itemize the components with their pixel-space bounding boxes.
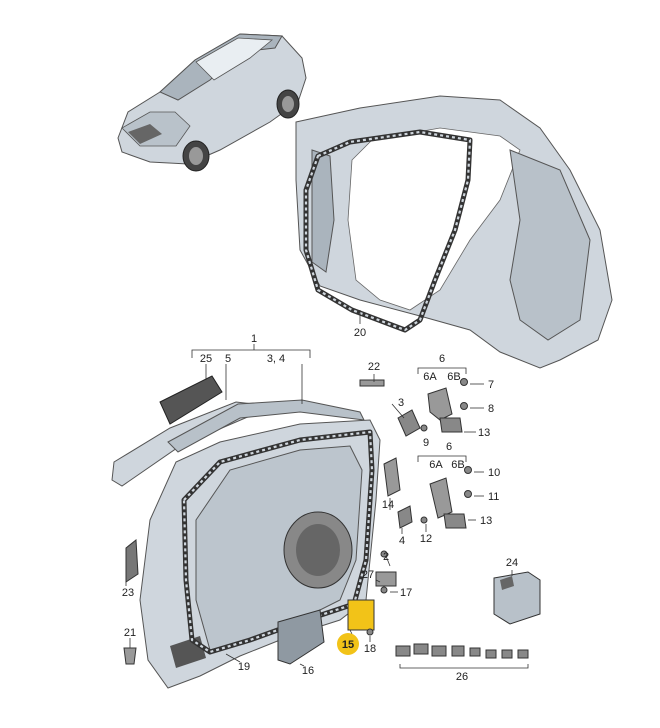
label-12: 12: [420, 533, 432, 545]
highlight-circle-15: [337, 633, 359, 655]
label-26: 26: [456, 671, 468, 683]
car-thumbnail: [117, 33, 307, 172]
label-6-top: 6: [439, 353, 445, 365]
label-23: 23: [122, 587, 134, 599]
label-24: 24: [506, 557, 518, 569]
label-18: 18: [364, 643, 376, 655]
label-3: 3: [398, 397, 404, 409]
label-6B-bottom: 6B: [451, 459, 464, 471]
label-25: 25: [200, 353, 212, 365]
door-check-strap-part-highlighted: [347, 599, 375, 631]
label-17: 17: [400, 587, 412, 599]
label-2: 2: [383, 551, 389, 563]
label-15: 15: [342, 639, 354, 651]
label-11: 11: [488, 491, 499, 503]
label-6B-top: 6B: [447, 371, 460, 383]
label-6A-top: 6A: [423, 371, 437, 383]
body-side-frame: [295, 95, 613, 369]
callout-labels: 1 25 5 3, 4 22 6 6A 6B 7 8 3 13 9 6 6A 6…: [122, 327, 518, 683]
label-16: 16: [302, 665, 314, 677]
label-13-bottom: 13: [480, 515, 492, 527]
label-7: 7: [488, 379, 494, 391]
label-13-top: 13: [478, 427, 490, 439]
trim-strips: [111, 375, 365, 487]
label-6A-bottom: 6A: [429, 459, 443, 471]
label-9: 9: [423, 437, 429, 449]
label-3-4: 3, 4: [267, 353, 285, 365]
label-27: 27: [362, 569, 374, 581]
label-19: 19: [238, 661, 250, 673]
door-shell: [125, 419, 381, 689]
leader-lines: [125, 310, 529, 669]
label-21: 21: [124, 627, 136, 639]
label-10: 10: [488, 467, 500, 479]
label-5: 5: [225, 353, 231, 365]
label-14: 14: [382, 499, 394, 511]
label-6-bottom: 6: [446, 441, 452, 453]
hardware-parts: [123, 378, 541, 665]
label-4: 4: [399, 535, 405, 547]
label-1: 1: [251, 333, 257, 345]
label-8: 8: [488, 403, 494, 415]
label-22: 22: [368, 361, 380, 373]
label-20: 20: [354, 327, 366, 339]
